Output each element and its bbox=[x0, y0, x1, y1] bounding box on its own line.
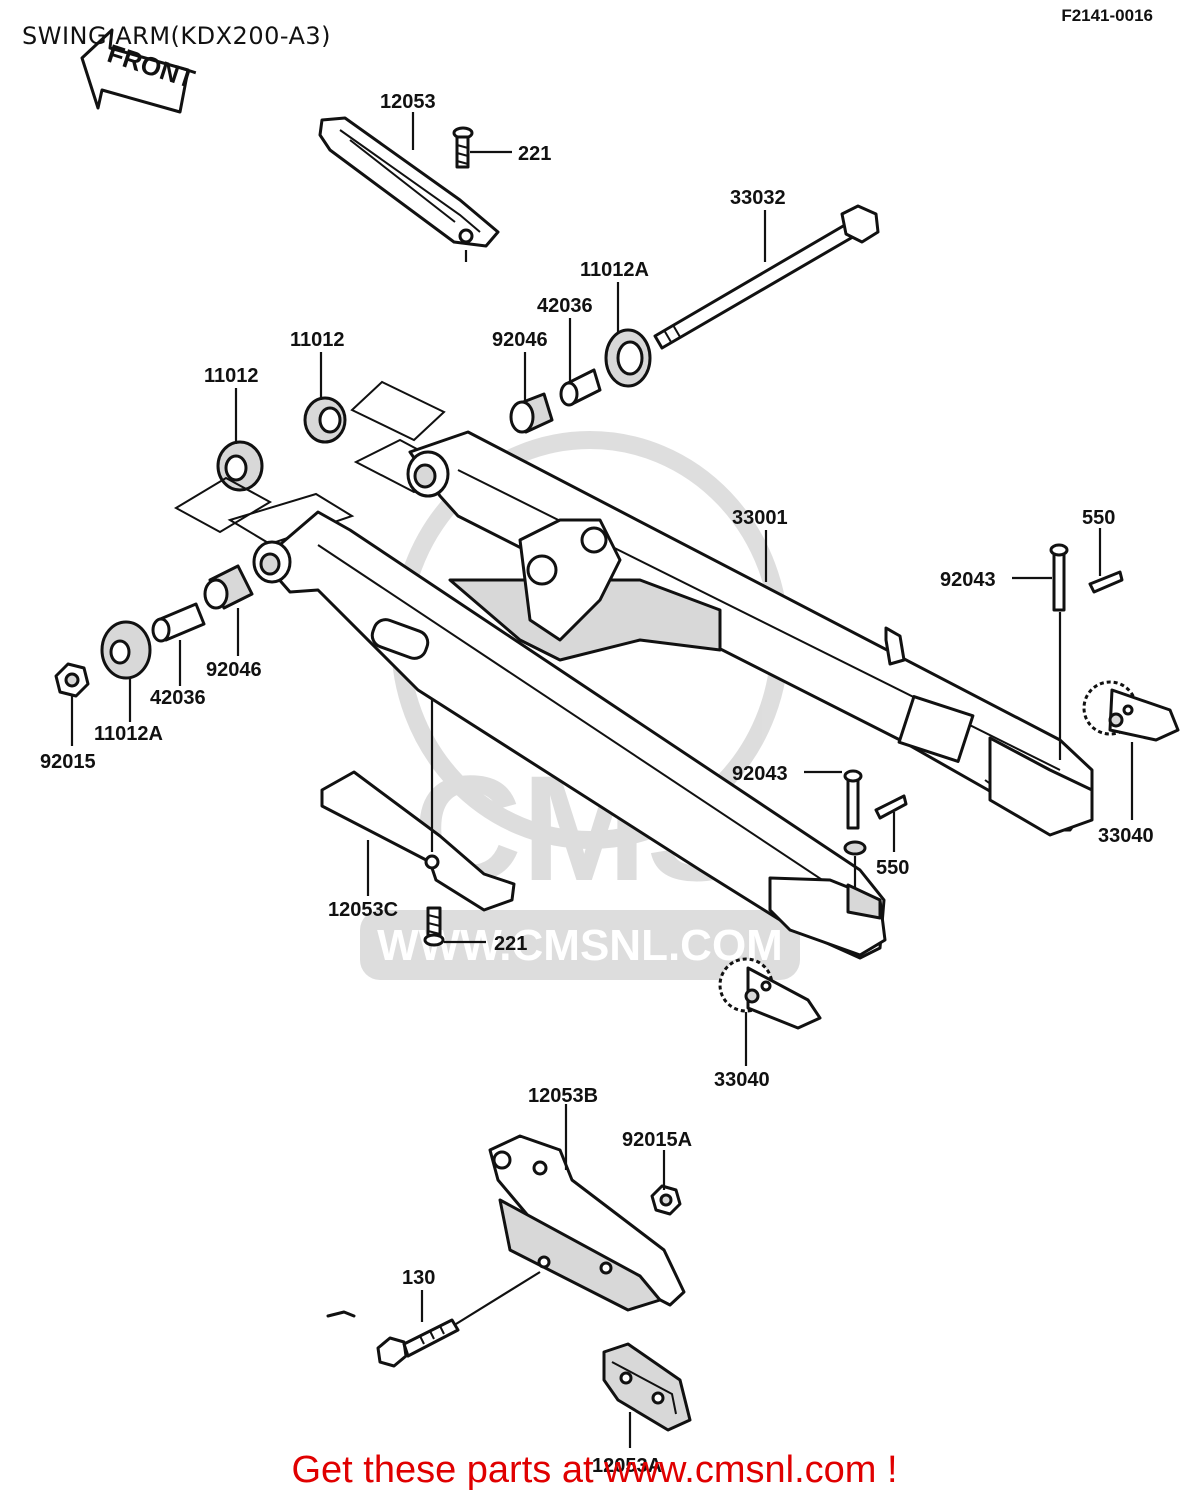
pin-92043-top bbox=[1049, 543, 1069, 760]
label-92015A: 92015A bbox=[622, 1129, 692, 1151]
promo-link-text[interactable]: Get these parts at www.cmsnl.com ! bbox=[291, 1449, 898, 1491]
label-42036-top: 42036 bbox=[537, 295, 593, 317]
label-11012-mid: 11012 bbox=[290, 329, 345, 351]
label-221-bottom: 221 bbox=[494, 933, 527, 955]
label-33040-right: 33040 bbox=[1098, 825, 1154, 847]
diagram-title: SWING ARM(KDX200-A3) bbox=[22, 22, 332, 50]
label-12053: 12053 bbox=[380, 91, 436, 113]
label-92043-bottom: 92043 bbox=[732, 763, 788, 785]
leader-lines bbox=[70, 112, 1134, 1448]
label-42036-bottom: 42036 bbox=[150, 687, 206, 709]
chain-guide-top bbox=[318, 116, 500, 262]
bolt-221-top bbox=[452, 126, 474, 169]
swing-arm-body bbox=[252, 430, 1094, 960]
collar-42036-top bbox=[559, 368, 602, 407]
label-12053A: 12053A bbox=[592, 1455, 662, 1477]
pin-92043-bottom bbox=[843, 769, 867, 888]
seal-11012-mid bbox=[303, 396, 347, 444]
label-550-top: 550 bbox=[1082, 507, 1115, 529]
label-92043-top: 92043 bbox=[940, 569, 996, 591]
bushing-92046-bottom bbox=[203, 564, 254, 610]
cotter-pin-550-top bbox=[1088, 570, 1124, 594]
label-11012-left: 11012 bbox=[204, 365, 259, 387]
chain-guide-slider-12053A bbox=[602, 1342, 692, 1432]
watermark-url-text: WWW.CMSNL.COM bbox=[377, 921, 783, 970]
hand-mark bbox=[326, 1310, 356, 1318]
nut-92015 bbox=[54, 662, 90, 698]
label-11012A-bottom: 11012A bbox=[94, 723, 163, 745]
pivot-shaft bbox=[653, 204, 880, 350]
chain-guide-12053C bbox=[320, 700, 516, 912]
label-92015: 92015 bbox=[40, 751, 96, 773]
label-221-top: 221 bbox=[518, 143, 551, 165]
label-12053B: 12053B bbox=[528, 1085, 598, 1107]
cotter-pin-550-bottom bbox=[874, 794, 908, 820]
collar-42036-bottom bbox=[151, 602, 206, 643]
label-11012A-top: 11012A bbox=[580, 259, 649, 281]
label-12053C: 12053C bbox=[328, 899, 398, 921]
diagram-code: F2141-0016 bbox=[1061, 6, 1153, 25]
label-92046-top: 92046 bbox=[492, 329, 548, 351]
label-33001: 33001 bbox=[732, 507, 788, 529]
seal-11012-left bbox=[216, 440, 264, 492]
label-550-bottom: 550 bbox=[876, 857, 909, 879]
nut-92015A bbox=[650, 1184, 682, 1216]
bolt-221-bottom bbox=[423, 906, 445, 947]
chain-adjuster-right bbox=[1082, 680, 1180, 742]
bushing-92046-top bbox=[509, 392, 554, 434]
chain-guide-12053B bbox=[488, 1134, 686, 1312]
label-33040-bottom: 33040 bbox=[714, 1069, 770, 1091]
bearing-11012A-top bbox=[604, 328, 652, 388]
label-130: 130 bbox=[402, 1267, 435, 1289]
bolt-130 bbox=[376, 1271, 541, 1368]
label-33032: 33032 bbox=[730, 187, 786, 209]
bearing-11012A-bottom bbox=[100, 620, 152, 680]
chain-adjuster-bottom bbox=[718, 957, 822, 1030]
part-number-labels: 12053 221 33032 11012A 42036 92046 11012… bbox=[40, 91, 1154, 1477]
label-92046-bottom: 92046 bbox=[206, 659, 262, 681]
